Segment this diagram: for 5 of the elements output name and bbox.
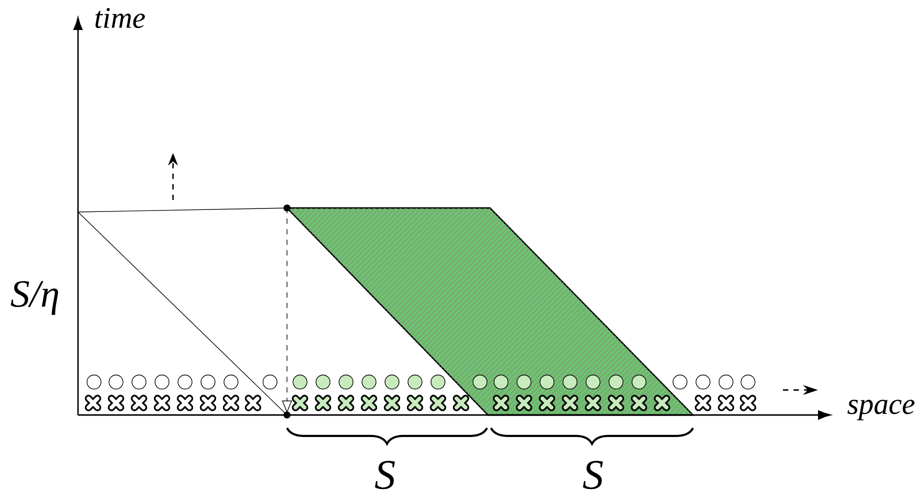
axis-label: S/η	[10, 281, 58, 315]
axis-label: space	[847, 400, 914, 420]
brace-label: S	[582, 460, 603, 490]
axis-label: time	[95, 8, 145, 28]
brace-label: S	[374, 460, 395, 490]
